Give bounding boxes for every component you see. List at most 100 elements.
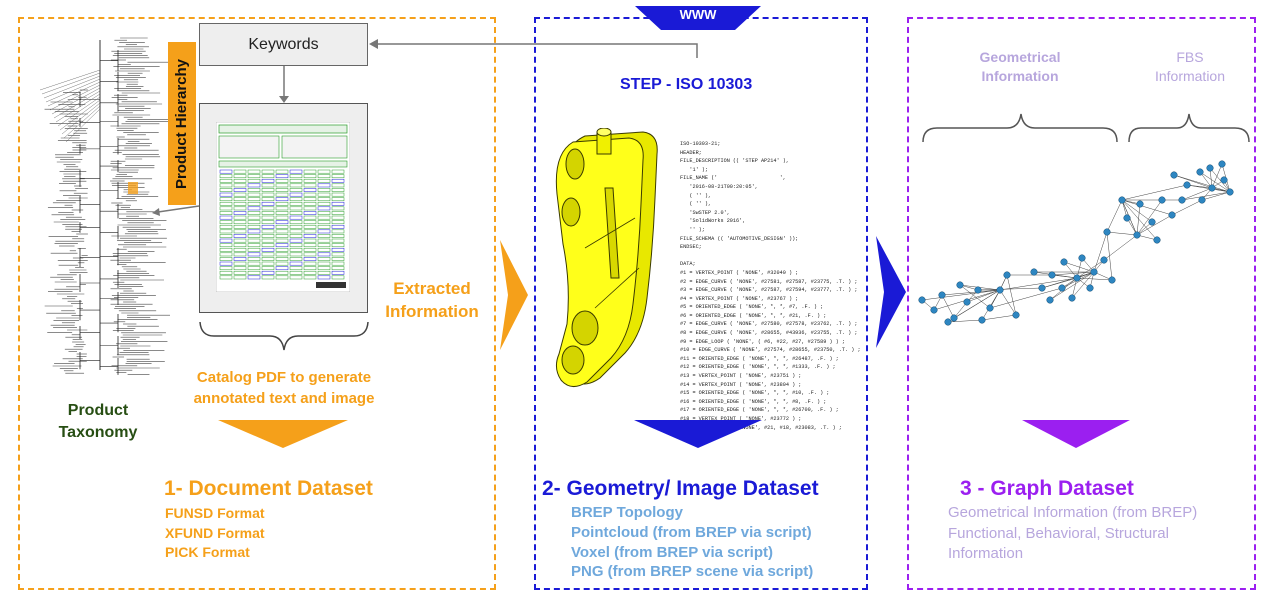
graph-edge [1106,199,1123,233]
geometry-item: Voxel (from BREP via script) [571,543,774,561]
network-graph [918,160,1234,326]
step-file-line: #4 = VERTEX_POINT ( 'NONE', #23767 ) ; [680,295,799,302]
taxonomy-branches [39,37,170,375]
graph-edge [1121,199,1173,216]
graph-edge [941,289,1001,296]
catalog-pdf-page [216,122,350,292]
geometry-item: PNG (from BREP scene via script) [571,563,814,581]
graph-node [1060,258,1068,266]
step-file-line: ( '' ), [680,192,712,199]
graph-edge [1106,231,1113,281]
geometrical-information-label: Geometrical Information [979,49,1061,84]
graph-node [1196,168,1204,176]
graph-node [1170,171,1178,179]
step-file-line: 'SwSTEP 2.0', [680,209,730,216]
graph-edge [1136,203,1141,236]
graph-edge [1106,231,1138,236]
graph-edge [1211,163,1223,189]
graph-edge [1063,261,1095,273]
graph-node [1148,218,1156,226]
graph-node [950,314,958,322]
graph-edge [941,294,955,319]
graph-node [1198,196,1206,204]
graph-edge [981,314,1017,321]
graph-nodes [918,160,1234,326]
step-file-line: DATA; [680,261,696,268]
graph-node [1183,181,1191,189]
graph-edge [1201,191,1231,201]
graph-edge [959,284,991,309]
graph-node [1153,236,1161,244]
step-file-line: #8 = EDGE_CURVE ( 'NONE', #28655, #43936… [680,330,858,337]
format-item: FUNSD Format [165,505,265,521]
graph-edge [1006,274,1017,316]
step-file-line: #7 = EDGE_CURVE ( 'NONE', #27580, #27578… [680,321,858,328]
graph-node [1158,196,1166,204]
graph-edge [1071,271,1095,299]
step-file-line: #17 = ORIENTED_EDGE ( 'NONE', *, *, #267… [680,407,839,414]
graph-node [986,304,994,312]
graph-edge [999,277,1078,291]
graph-edge [1093,231,1108,273]
graph-node [1078,254,1086,262]
graph-node [1108,276,1116,284]
graph-panel [907,17,1256,590]
graph-node [930,306,938,314]
graph-edge [1049,271,1095,301]
graph-items: Geometrical Information (from BREP) Func… [948,503,1197,565]
graph-node [1038,284,1046,292]
document-connectors [152,66,369,351]
document-panel [18,17,496,590]
step-title: STEP - ISO 10303 [620,76,753,93]
graph-edge [1121,199,1153,223]
taxonomy-highlight [128,182,138,194]
www-to-keywords-arrow [369,39,698,58]
step-file-line: '' ); [680,226,705,233]
graph-node [1208,184,1216,192]
graph-node [974,286,982,294]
graph-node [996,286,1004,294]
graph-item: Functional, Behavioral, Structural [948,524,1169,542]
step-file-line: #14 = VERTEX_POINT ( 'NONE', #23804 ) ; [680,381,802,388]
step-file-line: HEADER; [680,149,702,156]
keywords-box [199,23,368,66]
product-hierarchy-label [168,42,196,205]
format-item: PICK Format [165,544,250,560]
fbs-information-label: FBS Information [1154,49,1226,84]
graph-node [1136,200,1144,208]
step-file-line: FILE_DESCRIPTION (( 'STEP AP214' ), [680,158,789,165]
graph-edge [989,287,1063,309]
graph-node [1068,294,1076,302]
graph-node [1090,268,1098,276]
graph-edge [1171,199,1203,216]
step-file-line: FILE_NAME (' ', [680,175,786,182]
extracted-information-label: Extracted Information [385,279,479,321]
step-file-line [680,252,860,261]
step-file-line: #15 = ORIENTED_EDGE ( 'NONE', *, *, #10,… [680,390,830,397]
www-label: WWW [679,7,717,22]
step-file-line: #18 = VERTEX_POINT ( 'NONE', #23772 ) ; [680,416,802,422]
graph-node [1168,211,1176,219]
step-file-line: ISO-10303-21; [680,141,721,147]
graph-node [1123,214,1131,222]
document-to-geometry-arrow [500,240,528,350]
geometry-items: BREP Topology Pointcloud (from BREP via … [571,503,813,582]
graph-node [1058,284,1066,292]
graph-edge [921,289,1001,301]
graph-edge [1136,199,1163,236]
cad-part-render [555,128,658,387]
step-file-line: ENDSEC; [680,244,702,251]
step-file-line: #1 = VERTEX_POINT ( 'NONE', #32040 ) ; [680,269,799,276]
graph-edge [1121,184,1188,201]
step-file-line: '1' ); [680,166,709,173]
step-file-line: 'SolidWorks 2016', [680,218,746,225]
graph-edge [1121,199,1158,241]
graph-down-arrow [1022,420,1130,448]
graph-node [1012,311,1020,319]
graph-node [1218,160,1226,168]
graph-edge [1209,167,1231,193]
graph-node [1073,274,1081,282]
geometry-down-arrow [634,420,762,448]
step-file-line: #5 = ORIENTED_EDGE ( 'NONE', *, *, #7, .… [680,304,824,311]
graph-edge [1076,277,1113,281]
